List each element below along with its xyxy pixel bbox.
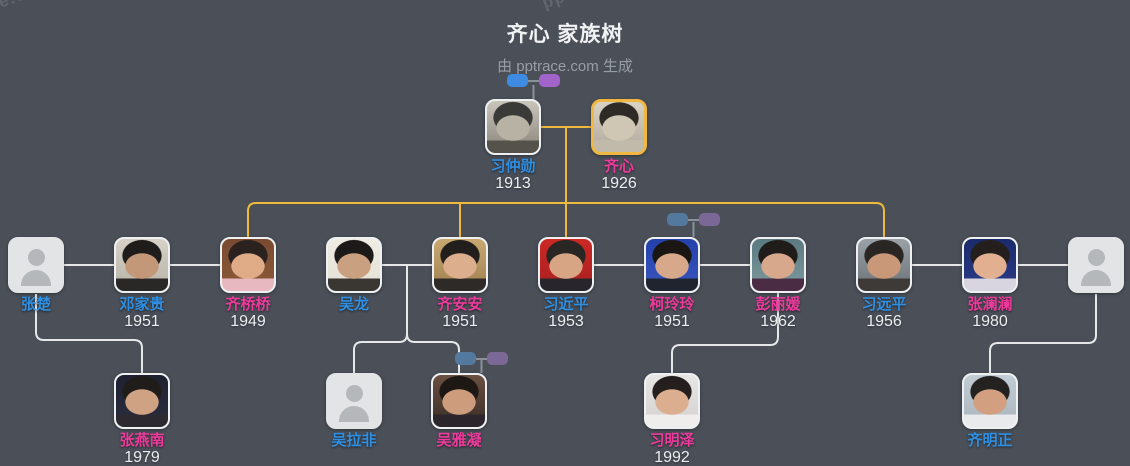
- person-name: 齐心: [603, 158, 634, 175]
- child-line-wuyaning: [406, 265, 460, 373]
- person-photo[interactable]: [591, 99, 647, 155]
- placeholder-person-icon: [27, 249, 45, 266]
- person-xi-jinping: 习近平 1953: [516, 237, 616, 330]
- person-name: 张楚: [20, 296, 51, 313]
- person-birth-year: 1962: [760, 313, 796, 330]
- person-name: 彭丽媛: [755, 296, 801, 313]
- person-zhang-lanlan: 张澜澜 1980: [940, 237, 1040, 330]
- person-birth-year: 1992: [654, 449, 690, 466]
- person-name: 柯玲玲: [649, 296, 695, 313]
- page-header: 齐心 家族树 由 pptrace.com 生成: [0, 18, 1130, 76]
- person-qi-mingzheng: 齐明正: [940, 373, 1040, 449]
- couple-link-line-icon: [528, 79, 539, 82]
- person-name: 吴龙: [338, 296, 369, 313]
- person-name: 习近平: [543, 296, 589, 313]
- person-qi-anan: 齐安安 1951: [410, 237, 510, 330]
- person-qi-xin: 齐心 1926: [569, 99, 669, 192]
- placeholder-person-icon: [345, 385, 363, 402]
- wife-node-icon: [539, 74, 560, 87]
- couple-link-icon-wu-yaning-spouse[interactable]: [455, 352, 508, 365]
- person-birth-year: 1956: [866, 313, 902, 330]
- person-photo[interactable]: [644, 373, 700, 429]
- person-birth-year: 1953: [548, 313, 584, 330]
- person-peng-liyuan: 彭丽媛 1962: [728, 237, 828, 330]
- placeholder-person-body-icon: [339, 406, 369, 422]
- person-photo[interactable]: [1068, 237, 1124, 293]
- person-photo[interactable]: [485, 99, 541, 155]
- person-photo[interactable]: [538, 237, 594, 293]
- person-photo[interactable]: [114, 373, 170, 429]
- person-birth-year: 1951: [654, 313, 690, 330]
- person-photo[interactable]: [856, 237, 912, 293]
- husband-node-icon: [455, 352, 476, 365]
- person-zhang-chu: 张楚: [0, 237, 86, 313]
- person-photo[interactable]: [326, 237, 382, 293]
- couple-link-line-icon: [688, 218, 699, 221]
- person-ke-lingling: 柯玲玲 1951: [622, 237, 722, 330]
- placeholder-person-body-icon: [1081, 270, 1111, 286]
- person-name: 齐明正: [967, 432, 1013, 449]
- person-name: 张澜澜: [967, 296, 1013, 313]
- person-wu-long: 吴龙: [304, 237, 404, 313]
- person-name: 吴雅凝: [436, 432, 482, 449]
- person-name: 习远平: [861, 296, 907, 313]
- person-photo[interactable]: [220, 237, 276, 293]
- wife-node-icon: [487, 352, 508, 365]
- person-deng-jiagui: 邓家贵 1951: [92, 237, 192, 330]
- person-name: 张燕南: [119, 432, 165, 449]
- child-line-ximingze: [671, 293, 779, 373]
- person-xi-zhongxun: 习仲勋 1913: [463, 99, 563, 192]
- person-xi-yuanping: 习远平 1956: [834, 237, 934, 330]
- couple-link-line-icon: [476, 357, 487, 360]
- person-name: 邓家贵: [119, 296, 165, 313]
- person-photo[interactable]: [326, 373, 382, 429]
- person-birth-year: 1949: [230, 313, 266, 330]
- placeholder-person-body-icon: [21, 270, 51, 286]
- person-photo[interactable]: [750, 237, 806, 293]
- children-rail-line: [247, 202, 885, 237]
- person-photo[interactable]: [644, 237, 700, 293]
- person-photo[interactable]: [432, 237, 488, 293]
- person-birth-year: 1951: [442, 313, 478, 330]
- person-name: 吴拉非: [331, 432, 377, 449]
- person-birth-year: 1980: [972, 313, 1008, 330]
- person-name: 习明泽: [649, 432, 695, 449]
- person-wu-lafei: 吴拉非: [304, 373, 404, 449]
- child-line-zhangyannan: [35, 294, 143, 373]
- page-title: 齐心 家族树: [506, 23, 624, 46]
- person-unknown-member: [1046, 237, 1130, 296]
- person-name: 习仲勋: [490, 158, 536, 175]
- wife-node-icon: [699, 213, 720, 226]
- page-subtitle: 由 pptrace.com 生成: [497, 58, 633, 75]
- person-photo[interactable]: [962, 237, 1018, 293]
- person-name: 齐桥桥: [225, 296, 271, 313]
- husband-node-icon: [667, 213, 688, 226]
- person-birth-year: 1951: [124, 313, 160, 330]
- person-birth-year: 1913: [495, 175, 531, 192]
- person-birth-year: 1926: [601, 175, 637, 192]
- person-birth-year: 1979: [124, 449, 160, 466]
- couple-link-icon-xi-jinping-ke-lingling[interactable]: [667, 213, 720, 226]
- person-qi-qiaoqiao: 齐桥桥 1949: [198, 237, 298, 330]
- person-photo[interactable]: [114, 237, 170, 293]
- child-line-qimingzheng: [989, 294, 1097, 373]
- placeholder-person-icon: [1087, 249, 1105, 266]
- person-xi-mingze: 习明泽 1992: [622, 373, 722, 466]
- person-photo[interactable]: [8, 237, 64, 293]
- person-zhang-yannan: 张燕南 1979: [92, 373, 192, 466]
- person-wu-yaning: 吴雅凝: [409, 373, 509, 449]
- person-photo[interactable]: [962, 373, 1018, 429]
- husband-node-icon: [507, 74, 528, 87]
- person-photo[interactable]: [431, 373, 487, 429]
- person-name: 齐安安: [437, 296, 483, 313]
- couple-link-icon-xi-zhongxun-qi-xin[interactable]: [507, 74, 560, 87]
